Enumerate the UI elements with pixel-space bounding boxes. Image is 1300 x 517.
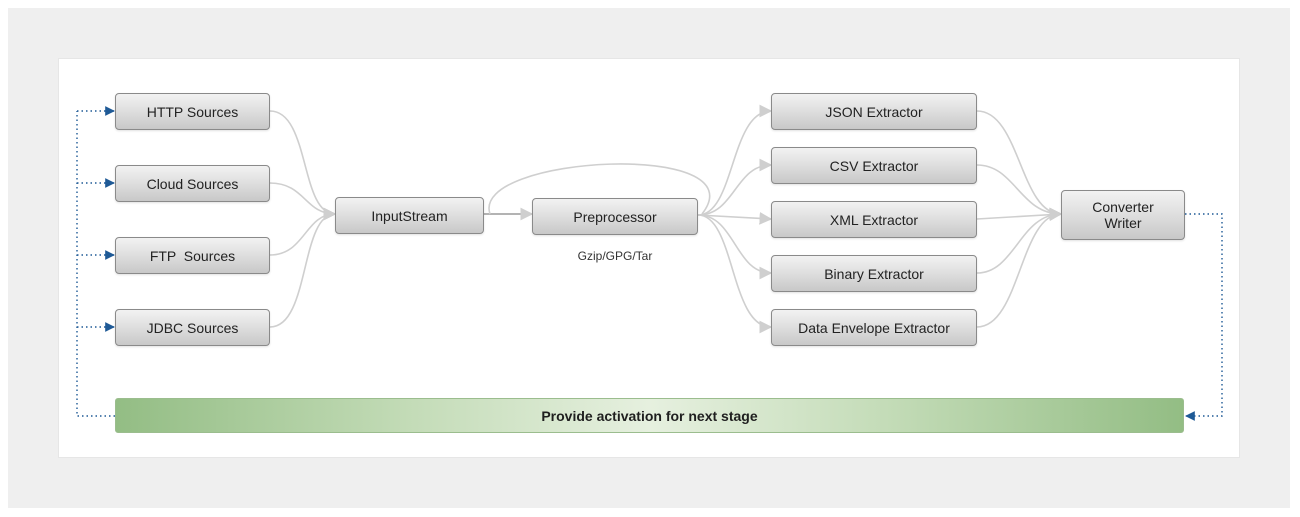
node-label: InputStream — [371, 207, 448, 224]
node-converter-writer[interactable]: Converter Writer — [1061, 190, 1185, 240]
node-csv-extractor[interactable]: CSV Extractor — [771, 147, 977, 184]
node-label: Cloud Sources — [146, 175, 239, 192]
node-label: FTP Sources — [149, 247, 236, 264]
node-inputstream[interactable]: InputStream — [335, 197, 484, 234]
node-label-line2: Writer — [1104, 215, 1142, 231]
preprocessor-formats-label: Gzip/GPG/Tar — [577, 249, 653, 263]
node-http-sources[interactable]: HTTP Sources — [115, 93, 270, 130]
node-label: XML Extractor — [829, 211, 919, 228]
node-label: JSON Extractor — [825, 103, 923, 120]
node-label-line1: Converter — [1092, 199, 1154, 215]
node-label: CSV Extractor — [829, 157, 919, 174]
node-label: Preprocessor — [573, 208, 657, 225]
node-xml-extractor[interactable]: XML Extractor — [771, 201, 977, 238]
node-preprocessor[interactable]: Preprocessor — [532, 198, 698, 235]
node-cloud-sources[interactable]: Cloud Sources — [115, 165, 270, 202]
activation-bar[interactable]: Provide activation for next stage — [115, 398, 1184, 433]
node-label: Binary Extractor — [824, 265, 924, 282]
node-data-envelope-extractor[interactable]: Data Envelope Extractor — [771, 309, 977, 346]
node-ftp-sources[interactable]: FTP Sources — [115, 237, 270, 274]
activation-bar-label: Provide activation for next stage — [541, 407, 758, 424]
node-json-extractor[interactable]: JSON Extractor — [771, 93, 977, 130]
node-label: JDBC Sources — [146, 319, 239, 336]
node-label: HTTP Sources — [146, 103, 239, 120]
node-label: Data Envelope Extractor — [798, 319, 950, 336]
node-binary-extractor[interactable]: Binary Extractor — [771, 255, 977, 292]
node-jdbc-sources[interactable]: JDBC Sources — [115, 309, 270, 346]
